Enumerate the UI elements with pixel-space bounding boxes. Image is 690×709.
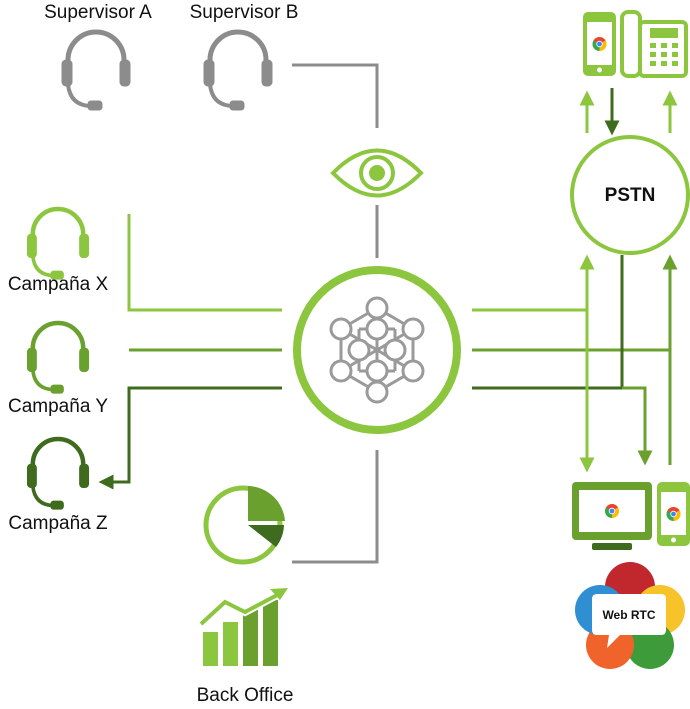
bar-chart-growth-icon <box>198 588 288 666</box>
mobile-phone-icon <box>583 12 616 76</box>
pstn-label: PSTN <box>605 185 656 206</box>
browser-icon <box>592 37 607 51</box>
laptop-icon <box>572 482 652 550</box>
supervisor-b-label: Supervisor B <box>190 2 299 23</box>
campaign-x-label: Campaña X <box>8 274 109 295</box>
browser-icon <box>666 507 681 521</box>
eye-icon <box>330 148 424 198</box>
network-hub-icon <box>293 266 461 434</box>
campaign-x-connector <box>127 214 282 312</box>
pie-chart-icon <box>203 485 285 565</box>
back-office-label: Back Office <box>197 685 294 704</box>
pstn-circle <box>570 135 690 255</box>
webrtc-label: Web RTC <box>602 608 655 622</box>
campaign-z-label: Campaña Z <box>8 513 108 534</box>
desk-phone-icon <box>620 10 688 78</box>
campaign-z-headset-icon <box>27 439 88 509</box>
supervisor-a-label: Supervisor A <box>44 2 152 23</box>
backoffice-connector <box>292 450 379 564</box>
mobile-phone-small-icon <box>657 482 690 546</box>
campaign-x-headset-icon <box>27 209 88 279</box>
supervisor-connector <box>292 63 379 128</box>
webrtc-logo-icon <box>575 562 685 669</box>
campaign-z-connector <box>98 386 282 490</box>
campaign-y-label: Campaña Y <box>8 396 108 417</box>
campaign-y-headset-icon <box>27 323 88 393</box>
supervisor-a-headset-icon <box>62 32 130 110</box>
pstn-laptop-mid-arrow <box>622 386 653 466</box>
supervisor-b-headset-icon <box>204 32 272 110</box>
browser-icon <box>605 504 619 518</box>
